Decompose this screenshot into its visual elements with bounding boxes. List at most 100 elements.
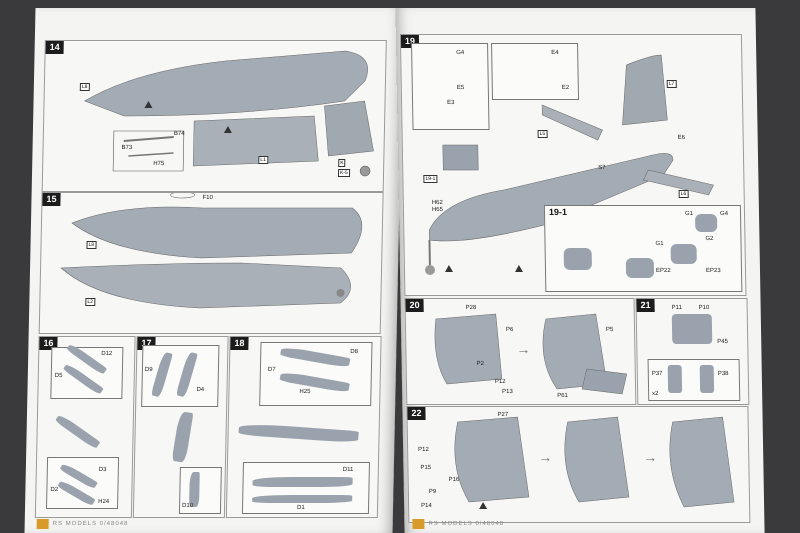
part-label: EP22 <box>655 268 671 274</box>
part-label: D8 <box>350 349 359 355</box>
part-label: P11 <box>671 305 682 311</box>
fin-part <box>189 472 200 507</box>
fin-part <box>171 411 194 463</box>
part-label: P45 <box>717 339 728 345</box>
panel-part <box>671 314 713 344</box>
step-19-panel: 19 G4 E5 E3 E2 E4 L7 E6 L6 L5 S7 H62 H65… <box>399 34 747 296</box>
part-label: P10 <box>698 305 710 311</box>
part-label: EP23 <box>705 268 721 274</box>
part-label: G1 <box>655 241 664 247</box>
part-label: D9 <box>144 367 153 373</box>
stabilizer-part <box>252 495 353 503</box>
fuselage-half-illustration <box>83 50 374 177</box>
part-label: H65 <box>431 207 444 213</box>
part-label: G1 <box>684 211 694 217</box>
svg-text:→: → <box>643 449 657 465</box>
page-footer: RS MODELS 0/48048 <box>428 521 505 527</box>
caution-icon <box>444 265 454 272</box>
part-label: G2 <box>705 236 714 242</box>
wing-part <box>54 413 101 450</box>
page-footer: RS MODELS 0/48048 <box>52 521 129 527</box>
step-16-panel: 16 D12 D5 D3 D2 H24 <box>34 336 136 518</box>
part-label: K <box>338 159 346 167</box>
step-21-panel: 21 P11 P10 P45 P37 P38 x2 <box>635 298 750 405</box>
part-label: L8 <box>86 241 97 249</box>
step-20-panel: 20 → P28 P6 P2 P12 P13 P5 P61 <box>404 298 637 405</box>
caution-icon <box>514 265 524 272</box>
canopy-part <box>625 258 655 278</box>
part-label: L1 <box>258 156 268 164</box>
part-label: D3 <box>98 467 107 473</box>
step-14-panel: 14 L8 B74 B73 H75 L1 K K-5 <box>41 40 387 192</box>
part-label: D7 <box>267 367 276 373</box>
part-label: P12 <box>494 379 506 385</box>
instruction-page-left: 14 L8 B74 B73 H75 L1 K K-5 15 F10 L8 L2 <box>24 8 404 533</box>
part-label: D5 <box>54 373 63 379</box>
part-label: B74 <box>173 131 185 137</box>
part-label: P27 <box>497 412 509 418</box>
step-number: 18 <box>230 337 249 350</box>
caution-icon <box>223 126 233 133</box>
part-label: L5 <box>537 130 548 138</box>
step-15-panel: 15 F10 L8 L2 <box>38 192 384 334</box>
part-label: L6 <box>678 190 689 198</box>
part-label: H62 <box>431 200 443 206</box>
cockpit-assembly-illustration: → → <box>454 416 735 508</box>
step-number: 21 <box>636 299 655 312</box>
part-label: P16 <box>448 477 460 483</box>
part-label: E5 <box>456 85 465 91</box>
part-label: D11 <box>342 467 354 473</box>
part-label: S7 <box>598 165 606 171</box>
part-label: G4 <box>456 50 465 56</box>
brand-logo <box>412 519 425 529</box>
fuselage-wing-illustration <box>424 54 714 275</box>
part-label: P14 <box>421 503 432 509</box>
part-label: P61 <box>557 393 568 399</box>
part-label: D12 <box>101 351 113 357</box>
part-label: 19-1 <box>423 175 438 183</box>
part-label: E4 <box>551 50 559 56</box>
part-label: P12 <box>418 447 429 453</box>
part-label: E3 <box>447 100 455 106</box>
stabilizer-part <box>252 477 353 487</box>
canopy-part <box>563 248 592 270</box>
step-22-panel: 22 → → P27 P12 P15 P16 P9 P14 <box>406 406 751 523</box>
step-number: 19-1 <box>548 207 568 217</box>
caution-icon <box>479 502 488 509</box>
panel-part <box>667 365 683 393</box>
step-18-panel: 18 D8 D7 H25 D11 D1 <box>225 336 382 518</box>
part-label: H25 <box>299 389 311 395</box>
step-19-1-panel: 19-1 G1 G4 G1 G2 EP22 EP23 <box>543 205 743 292</box>
part-label: H24 <box>98 499 110 505</box>
part-label: P2 <box>476 361 485 367</box>
part-label: P37 <box>651 371 663 377</box>
fuselage-assembly-illustration <box>60 193 363 309</box>
canopy-part <box>670 244 697 264</box>
part-label: P13 <box>502 389 513 395</box>
cockpit-tub-illustration: → <box>434 313 628 395</box>
part-label: P38 <box>717 371 729 377</box>
svg-text:→: → <box>538 449 552 465</box>
part-label: B73 <box>121 145 133 151</box>
part-label: F10 <box>202 195 213 201</box>
part-label: D1 <box>296 505 305 511</box>
part-label: K-5 <box>337 169 350 177</box>
multiplier-label: x2 <box>652 391 659 397</box>
part-label: D2 <box>50 487 59 493</box>
part-label: G4 <box>719 211 729 217</box>
part-label: D10 <box>182 503 194 509</box>
part-label: L8 <box>79 83 90 91</box>
part-label: P6 <box>505 327 514 333</box>
svg-text:→: → <box>516 341 530 357</box>
part-label: P15 <box>420 465 432 471</box>
part-label: P28 <box>465 305 477 311</box>
panel-part <box>699 365 715 393</box>
step-17-panel: 17 D9 D4 D10 <box>132 336 229 518</box>
instruction-page-right: 19 G4 E5 E3 E2 E4 L7 E6 L6 L5 S7 H62 H65… <box>395 8 765 533</box>
canopy-part <box>695 214 718 232</box>
part-label: L2 <box>85 298 95 306</box>
brand-logo <box>36 519 49 529</box>
stabilizer-part <box>238 422 359 444</box>
part-label: E2 <box>561 85 570 91</box>
part-label: P9 <box>428 489 437 495</box>
